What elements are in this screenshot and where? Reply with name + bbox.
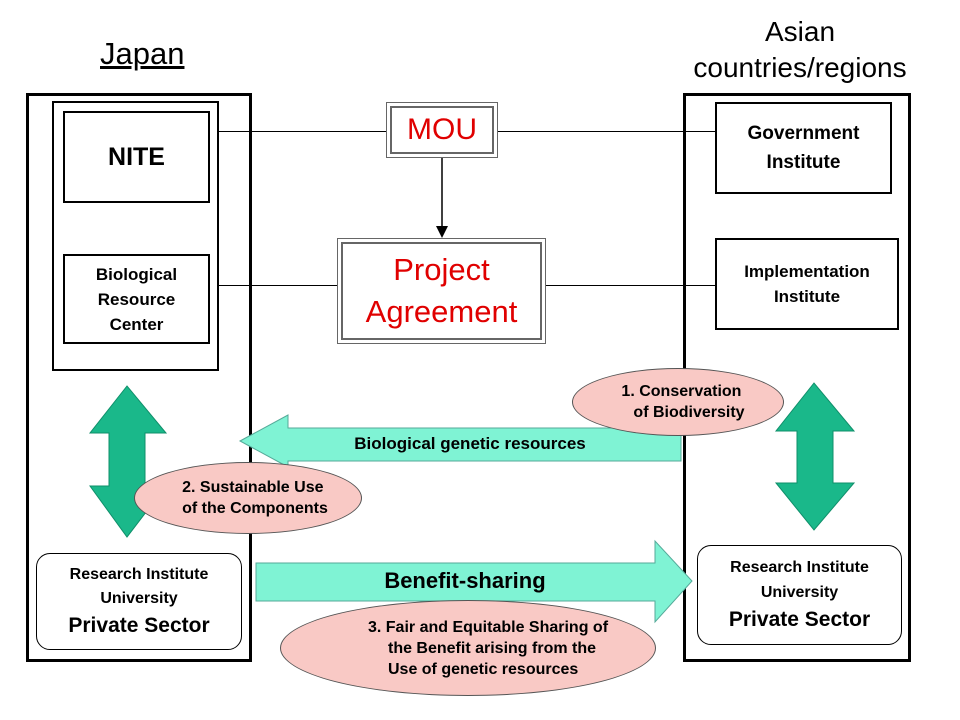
mou-box: MOU: [386, 102, 498, 158]
line-nite-mou: [219, 131, 387, 132]
japan-research-line-3: Private Sector: [68, 613, 210, 637]
fair-sharing-line-2: the Benefit arising from the: [387, 639, 597, 657]
asia-title-line-2: countries/regions: [693, 52, 907, 83]
line-agreement-implementation: [545, 285, 716, 286]
nite-label: NITE: [108, 142, 165, 171]
japan-research-line-2: University: [100, 589, 178, 607]
project-agreement-box: Project Agreement: [337, 238, 546, 344]
brc-line-2: Resource: [97, 289, 176, 309]
sustainable-use-line-1: 2. Sustainable Use: [182, 479, 324, 496]
implementation-institute-box: Implementation Institute: [715, 238, 899, 330]
mou-down-arrow-head: [436, 226, 448, 238]
asia-title: Asian countries/regions: [670, 14, 930, 86]
government-institute-box: Government Institute: [715, 102, 892, 194]
mou-label: MOU: [390, 106, 494, 154]
conservation-ellipse: 1. Conservation of Biodiversity: [572, 368, 784, 436]
benefit-sharing-arrow: [255, 539, 693, 624]
fair-sharing-line-3: Use of genetic resources: [387, 660, 579, 678]
japan-title: Japan: [100, 36, 185, 71]
japan-research-line-1: Research Institute: [69, 565, 209, 583]
sustainable-use-ellipse: 2. Sustainable Use of the Components: [134, 462, 362, 534]
project-agreement-label: Project Agreement: [341, 242, 542, 340]
asia-research-line-1: Research Institute: [730, 559, 869, 576]
japan-research-box: Research Institute University Private Se…: [36, 553, 242, 650]
government-line-1: Government: [747, 123, 860, 144]
brc-box: Biological Resource Center: [63, 254, 210, 344]
genetic-resources-label: Biological genetic resources: [354, 434, 586, 453]
project-agreement-line-1: Project: [393, 252, 490, 287]
asia-double-arrow: [774, 382, 856, 531]
asia-research-line-2: University: [760, 584, 839, 601]
conservation-line-1: 1. Conservation: [621, 383, 742, 400]
benefit-sharing-label: Benefit-sharing: [384, 568, 546, 593]
line-brc-agreement: [219, 285, 338, 286]
asia-title-line-1: Asian: [764, 16, 836, 47]
project-agreement-line-2: Agreement: [365, 294, 518, 329]
conservation-line-2: of Biodiversity: [633, 404, 745, 421]
line-mou-government: [497, 131, 715, 132]
asia-research-box: Research Institute University Private Se…: [697, 545, 902, 645]
government-line-2: Institute: [766, 152, 841, 173]
fair-sharing-ellipse: 3. Fair and Equitable Sharing of the Ben…: [280, 600, 656, 696]
nite-box: NITE: [63, 111, 210, 203]
sustainable-use-line-2: of the Components: [182, 500, 328, 517]
implementation-line-1: Implementation: [744, 262, 870, 281]
brc-line-3: Center: [109, 314, 164, 334]
brc-line-1: Biological: [95, 264, 178, 284]
fair-sharing-line-1: 3. Fair and Equitable Sharing of: [367, 618, 609, 636]
asia-research-line-3: Private Sector: [728, 608, 871, 631]
implementation-line-2: Institute: [773, 287, 841, 306]
